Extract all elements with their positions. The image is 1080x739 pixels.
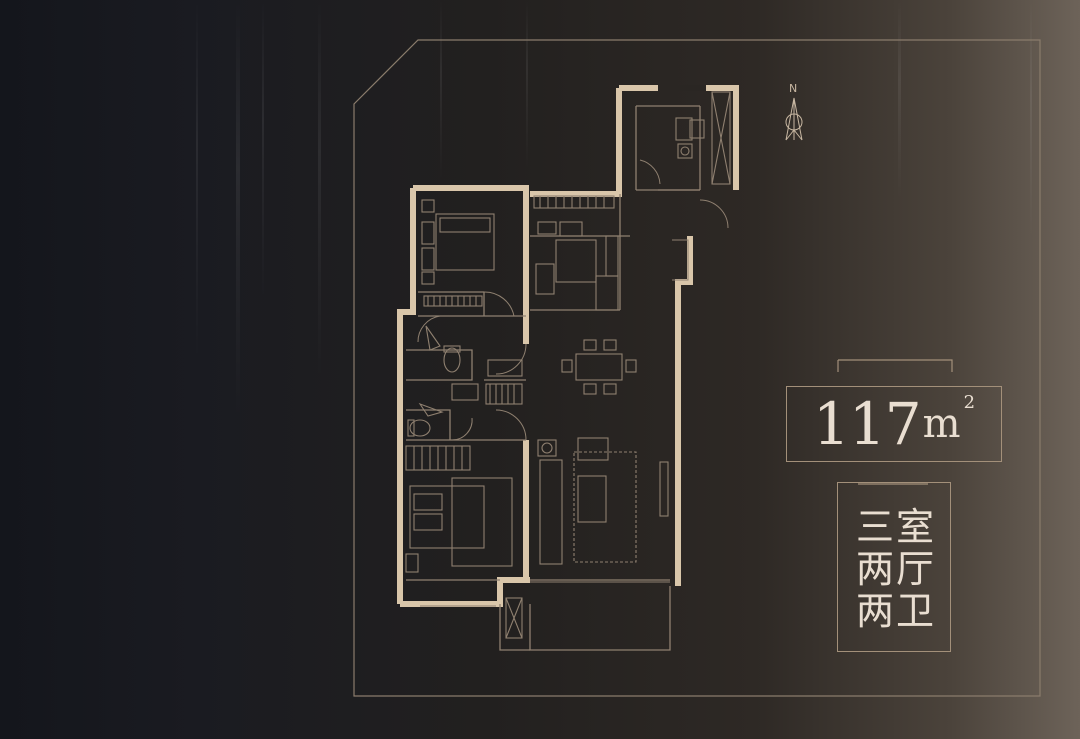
interior-lines — [406, 105, 701, 651]
layout-line-baths: 两卫 — [855, 589, 936, 633]
exterior-walls — [397, 85, 739, 607]
dining-set — [561, 339, 637, 395]
layout-type-box — [837, 482, 951, 652]
panel-decor-lines — [837, 359, 953, 485]
area-number: 117 — [812, 390, 922, 458]
layout-type-text: 三室 两厅 两卫 — [846, 506, 946, 632]
door-swings — [417, 159, 729, 441]
bathrooms — [407, 325, 523, 437]
windows — [420, 239, 689, 607]
kitchen — [533, 195, 619, 311]
area-superscript: 2 — [963, 391, 976, 413]
bedroom-top-left — [421, 199, 495, 307]
north-label: N — [789, 82, 798, 95]
bedroom-bottom-left — [405, 445, 523, 639]
layout-line-halls: 两厅 — [855, 547, 936, 591]
area-box: 117 m 2 — [786, 386, 1002, 462]
area-unit: m — [922, 401, 961, 447]
living-room — [537, 437, 669, 565]
study-room — [675, 91, 731, 185]
site-frame — [353, 39, 1041, 697]
layout-line-rooms: 三室 — [855, 505, 936, 549]
north-arrow-icon — [785, 97, 803, 141]
